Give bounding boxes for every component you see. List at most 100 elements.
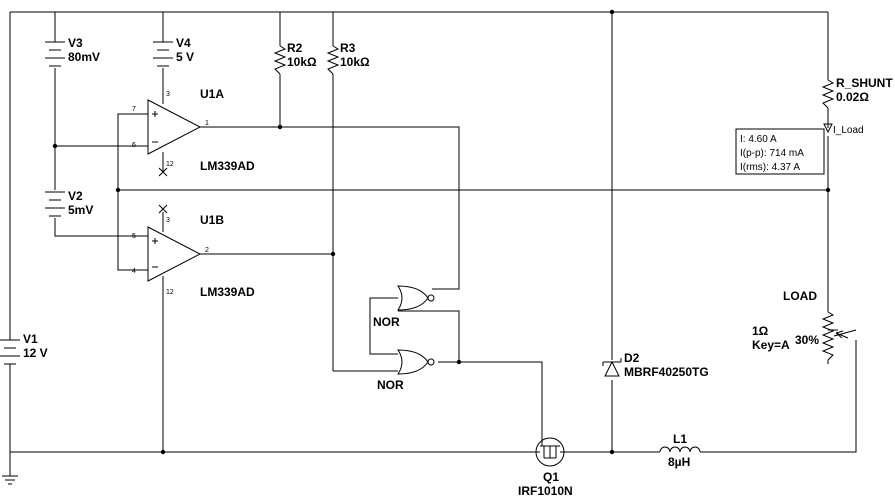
diode-icon	[602, 358, 622, 377]
d2-ref: D2	[624, 351, 640, 365]
current-probe[interactable]	[823, 123, 833, 134]
v1-value: 12 V	[23, 346, 48, 360]
battery-icon	[0, 339, 20, 365]
q1-mosfet[interactable]	[532, 437, 568, 467]
u1a-pin-inv: 6	[132, 142, 136, 149]
nor-gate-icon	[397, 349, 429, 375]
nor-gate-icon	[397, 285, 429, 311]
l1-inductor[interactable]	[659, 446, 701, 453]
r3-ref: R3	[340, 41, 356, 55]
d2-diode[interactable]	[602, 358, 622, 377]
comparator-icon	[147, 226, 202, 282]
junction-dot	[115, 187, 121, 193]
u1a-output-wire	[200, 126, 460, 290]
battery-icon	[153, 41, 173, 67]
l1-value: 8µH	[668, 455, 690, 469]
potentiometer-icon	[821, 311, 835, 361]
r3-resistor[interactable]	[326, 45, 340, 75]
v1-battery[interactable]	[0, 339, 22, 366]
r-shunt-resistor[interactable]	[821, 79, 835, 109]
r-shunt-ref: R_SHUNT	[836, 76, 893, 90]
battery-icon	[45, 41, 65, 67]
u1b-comparator[interactable]	[147, 204, 202, 282]
u1a-comparator[interactable]	[147, 96, 202, 177]
v2-value: 5mV	[68, 203, 93, 217]
plus-minus-icon	[152, 238, 158, 268]
resistor-icon	[326, 45, 340, 75]
v3-battery[interactable]	[45, 41, 65, 67]
u1b-noninv-wire	[117, 190, 148, 271]
u1b-pin-gnd: 12	[166, 289, 174, 296]
r3-value: 10kΩ	[340, 55, 370, 69]
load-key: Key=A	[752, 338, 790, 352]
load-ref: LOAD	[783, 289, 817, 303]
nor-latch-wire-a	[369, 297, 398, 355]
load-value: 1Ω	[752, 324, 769, 338]
v2-ref: V2	[68, 189, 83, 203]
u1b-pin-vcc: 3	[166, 217, 170, 224]
wires	[9, 11, 857, 453]
u1a-part: LM339AD	[200, 159, 255, 173]
junction-dot	[609, 9, 615, 15]
probe-arrow-icon	[823, 123, 833, 134]
resistor-icon	[821, 79, 835, 109]
u1a-pin-vcc: 3	[166, 91, 170, 98]
probe-readout: I: 4.60 A I(p-p): 714 mA I(rms): 4.37 A	[735, 128, 825, 175]
u1b-pin-out: 2	[205, 247, 209, 254]
nor2-gate[interactable]	[397, 349, 435, 375]
inverter-bubble	[427, 294, 435, 302]
u1a-pin-noninv: 7	[132, 106, 136, 113]
u1b-part: LM339AD	[200, 285, 255, 299]
junctions	[52, 9, 831, 455]
u1a-noninv-wire	[117, 113, 148, 190]
r2-resistor[interactable]	[273, 45, 287, 75]
probe-name: I_Load	[833, 125, 864, 136]
nor1-label: NOR	[373, 315, 400, 329]
u1b-pin-noninv: 5	[132, 233, 136, 240]
v3-value: 80mV	[68, 50, 100, 64]
probe-rms: I(rms): 4.37 A	[740, 162, 800, 173]
v3-v2-branch-wire	[54, 12, 148, 237]
probe-current: I: 4.60 A	[740, 134, 777, 145]
battery-icon	[45, 191, 65, 217]
v1-ref: V1	[23, 332, 38, 346]
v4-ref: V4	[176, 36, 191, 50]
probe-peak-to-peak: I(p-p): 714 mA	[740, 148, 804, 159]
u1a-pin-out: 1	[205, 120, 209, 127]
pin-stub	[158, 204, 168, 232]
r-shunt-value: 0.02Ω	[836, 90, 869, 104]
u1b-pin-inv: 4	[132, 268, 136, 275]
junction-dot	[52, 143, 58, 149]
resistor-icon	[273, 45, 287, 75]
v2-battery[interactable]	[45, 191, 65, 217]
junction-dot	[825, 187, 831, 193]
bottom-rail-wire	[10, 340, 857, 453]
wiper-arrow-icon	[835, 330, 849, 339]
q1-part: IRF1010N	[518, 484, 573, 498]
load-potentiometer[interactable]	[821, 311, 849, 361]
u1a-pin-gnd: 12	[166, 161, 174, 168]
junction-dot	[456, 359, 462, 365]
ground-icon	[2, 452, 18, 485]
l1-ref: L1	[673, 432, 687, 446]
pin-stub	[158, 96, 168, 177]
plus-minus-icon	[152, 111, 158, 143]
q1-ref: Q1	[543, 470, 559, 484]
u1a-ref: U1A	[200, 87, 224, 101]
nor-latch-wire-b	[398, 310, 543, 438]
junction-dot	[330, 251, 336, 257]
inverter-bubble	[427, 358, 435, 366]
nor1-gate[interactable]	[397, 285, 435, 311]
nor2-label: NOR	[377, 378, 404, 392]
load-percent: 30%	[795, 333, 819, 347]
middle-rail-wire	[118, 136, 829, 191]
v3-ref: V3	[68, 36, 83, 50]
junction-dot	[160, 449, 166, 455]
junction-dot	[277, 124, 283, 130]
r2-ref: R2	[287, 41, 303, 55]
v4-battery[interactable]	[153, 41, 173, 67]
junction-dot	[609, 449, 615, 455]
inductor-icon	[659, 446, 701, 453]
comparator-icon	[147, 99, 202, 155]
